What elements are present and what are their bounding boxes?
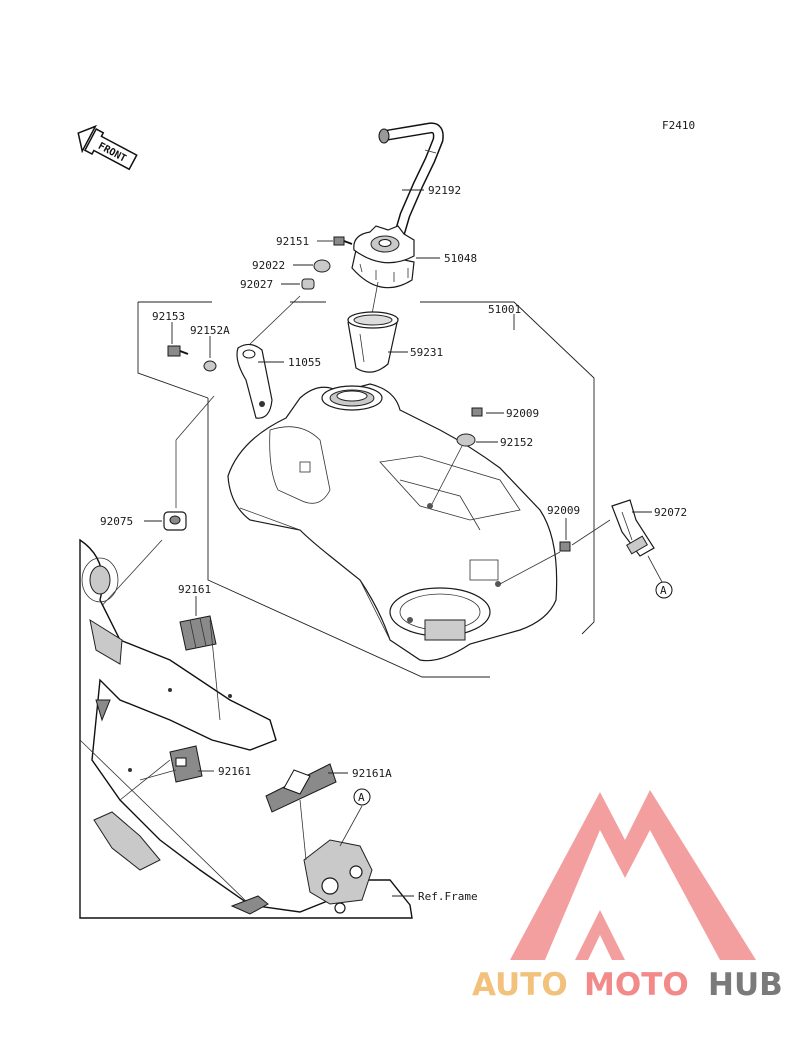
- watermark-text: AUTO MOTO HUB: [472, 967, 783, 1003]
- frame: [79, 538, 413, 919]
- callout-92022: 92022: [252, 259, 285, 272]
- ref-a-marker-2: [353, 788, 371, 806]
- watermark-moto: MOTO: [584, 967, 689, 1003]
- tank-assembly-box: [137, 301, 595, 678]
- callout-59231: 59231: [410, 346, 443, 359]
- pad-92161-lower: [169, 745, 203, 783]
- figure-code: F2410: [662, 119, 695, 132]
- callout-92027: 92027: [240, 278, 273, 291]
- damper-92075: [163, 511, 187, 531]
- callout-92161A: 92161A: [352, 767, 392, 780]
- washer-92152A: [203, 360, 217, 372]
- washer-92022: [313, 259, 331, 273]
- ref-frame-label: Ref.Frame: [418, 890, 478, 903]
- watermark-auto: AUTO: [472, 967, 568, 1003]
- callout-92151: 92151: [276, 235, 309, 248]
- callout-92152: 92152: [500, 436, 533, 449]
- watermark-hub: HUB: [708, 967, 783, 1003]
- pad-92161A: [265, 763, 337, 813]
- ref-a-label-1: A: [660, 584, 667, 597]
- callout-92009-lower: 92009: [547, 504, 580, 517]
- callout-92075: 92075: [100, 515, 133, 528]
- bolt-92009-lower: [559, 541, 571, 552]
- bracket-11055: [236, 343, 273, 419]
- rubber-strap-92072: [611, 499, 655, 557]
- callout-92009-upper: 92009: [506, 407, 539, 420]
- fuel-cap: [351, 225, 415, 289]
- callout-11055: 11055: [288, 356, 321, 369]
- front-direction-icon: FRONT: [77, 124, 138, 171]
- breather-hose: [378, 122, 444, 238]
- bolt-92153: [167, 345, 189, 357]
- collar-92027: [301, 278, 315, 290]
- callout-92152A: 92152A: [190, 324, 230, 337]
- fuel-tank: [227, 383, 558, 662]
- fuel-filter: [347, 311, 399, 373]
- callout-51048: 51048: [444, 252, 477, 265]
- bolt-92151: [333, 236, 353, 246]
- callout-92161-upper: 92161: [178, 583, 211, 596]
- callout-51001: 51001: [488, 303, 521, 316]
- bolt-92009-upper: [471, 407, 483, 417]
- washer-92152: [456, 433, 476, 447]
- callout-92072: 92072: [654, 506, 687, 519]
- callout-92161-lower: 92161: [218, 765, 251, 778]
- pad-92161-upper: [179, 615, 217, 651]
- callout-92192: 92192: [428, 184, 461, 197]
- ref-a-marker-1: [655, 581, 673, 599]
- ref-a-label-2: A: [358, 791, 365, 804]
- watermark-logo-icon: [510, 790, 756, 960]
- callout-92153: 92153: [152, 310, 185, 323]
